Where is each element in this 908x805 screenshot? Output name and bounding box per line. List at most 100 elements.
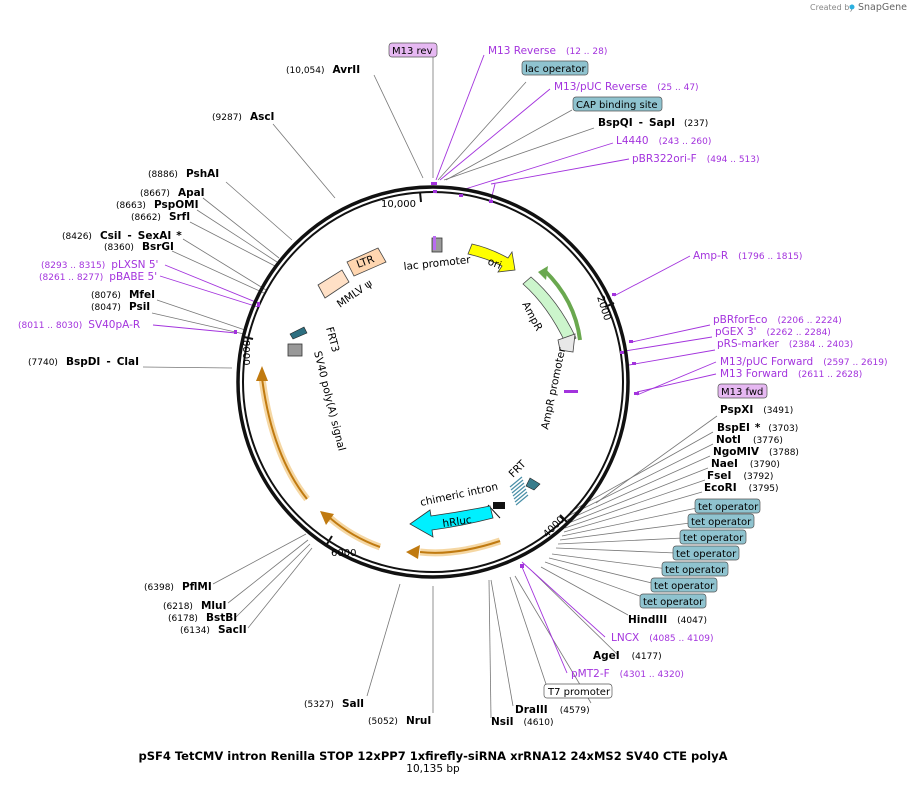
site-label: PspXI(3491) <box>720 404 793 416</box>
site-label: FseI(3792) <box>707 470 773 482</box>
site-label: (8360)BsrGI <box>104 241 174 253</box>
lac-promoter: lac promoter <box>403 236 472 273</box>
orange-arrows <box>256 366 502 559</box>
tet-operator-label: tet operator <box>698 502 759 513</box>
site-label: (6134)SacII <box>180 624 247 636</box>
site-label: BspEI*(3703) <box>717 422 798 434</box>
ltr-label: LTR <box>355 253 376 270</box>
snapgene-credit: Created by SnapGene <box>810 2 907 13</box>
mmlv-feature: MMLV ψ <box>317 269 375 310</box>
site-label: (8426)CsiI-SexAI* <box>62 230 182 242</box>
ampr-promoter-label: AmpR promoter <box>539 346 568 431</box>
tick-label: 6000 <box>331 548 356 559</box>
lac-operator-box: lac operator <box>521 60 589 76</box>
tet-operator-label: tet operator <box>676 549 737 560</box>
primer-label: M13 Forward(2611 .. 2628) <box>720 368 862 380</box>
site-label: (7740)BspDI-ClaI <box>28 356 139 368</box>
ltr-feature: LTR <box>346 247 387 277</box>
cap-site-label: CAP binding site <box>576 100 658 111</box>
tet-operator-boxes: tet operator tet operator tet operator t… <box>639 498 761 609</box>
hrluc-label: hRluc <box>442 514 473 530</box>
primer-label: M13 Reverse(12 .. 28) <box>488 45 607 57</box>
tet-operator-ticks <box>509 476 529 506</box>
primer-leader-lines <box>152 54 717 674</box>
tet-operator-label: tet operator <box>683 533 744 544</box>
primer-label: L4440(243 .. 260) <box>616 135 711 147</box>
ampr-label: AmpR <box>519 300 544 333</box>
ampr-feature: AmpR <box>519 276 577 353</box>
site-label: (8667)ApaI <box>140 187 205 199</box>
tet-operator-label: tet operator <box>691 517 752 528</box>
tet-operator-label: tet operator <box>665 565 726 576</box>
snapgene-logo-icon <box>849 4 855 10</box>
site-label: DraIII(4579) <box>515 704 590 716</box>
site-label: (8047)PsiI <box>91 301 150 313</box>
ori-feature: ori <box>467 243 516 273</box>
chimeric-intron-label: chimeric intron <box>419 481 499 509</box>
site-label: (9287)AscI <box>212 111 274 123</box>
site-label: (10,054)AvrII <box>286 64 360 76</box>
primer-label: pMT2-F(4301 .. 4320) <box>571 668 684 680</box>
plasmid-title: pSF4 TetCMV intron Renilla STOP 12xPP7 1… <box>138 749 727 763</box>
ampr-band <box>542 268 582 341</box>
site-label: NsiI(4610) <box>491 716 553 728</box>
tick-label: 10,000 <box>381 199 416 210</box>
primer-label: (8011 .. 8030)SV40pA-R <box>18 319 140 331</box>
site-label: (8663)PspOMI <box>116 199 199 211</box>
primer-label: pBR322ori-F(494 .. 513) <box>632 153 760 165</box>
primer-label: pBRforEco(2206 .. 2224) <box>713 314 842 326</box>
tick-label: 8000 <box>240 340 251 365</box>
sites-right: BspQI-SapI(237) PspXI(3491) BspEI*(3703)… <box>491 117 799 728</box>
site-label: (5327)SalI <box>304 698 364 710</box>
tet-operator-label: tet operator <box>654 581 715 592</box>
site-label: NgoMIV(3788) <box>713 446 799 458</box>
tick-marks <box>243 191 615 545</box>
sv40-polya-label: SV40 poly(A) signal <box>311 350 347 452</box>
site-label: AgeI(4177) <box>593 650 662 662</box>
site-label: EcoRI(3795) <box>704 482 779 494</box>
site-label: (8076)MfeI <box>91 289 155 301</box>
m13-fwd-label: M13 fwd <box>721 387 763 398</box>
cap-site-box: CAP binding site <box>572 96 663 112</box>
primer-label: (8261 .. 8277)pBABE 5' <box>39 271 157 283</box>
hrluc-feature: hRluc <box>409 505 494 538</box>
backbone-outer <box>236 185 630 579</box>
primer-labels: M13 Reverse(12 .. 28) M13/pUC Reverse(25… <box>18 45 887 680</box>
plasmid-length: 10,135 bp <box>406 763 460 775</box>
m13-fwd-box: M13 fwd <box>717 383 768 399</box>
polya-block <box>287 343 303 357</box>
lac-operator-label: lac operator <box>525 64 586 75</box>
primer-label: (8293 .. 8315)pLXSN 5' <box>41 259 158 271</box>
primer-label: pRS-marker(2384 .. 2403) <box>717 338 853 350</box>
site-label: (6218)MluI <box>163 600 226 612</box>
primer-marks <box>234 182 639 568</box>
ori-label: ori <box>486 256 503 272</box>
site-label: NotI(3776) <box>716 434 783 446</box>
t7-promoter-box: T7 promoter <box>543 683 613 699</box>
lac-promoter-label: lac promoter <box>403 254 472 273</box>
tet-operator-label: tet operator <box>643 597 704 608</box>
site-leader-lines <box>142 55 718 719</box>
ampr-band-head <box>538 266 548 280</box>
site-label: (5052)NruI <box>368 715 431 727</box>
site-label: (8886)PshAI <box>148 168 219 180</box>
site-label: BspQI-SapI(237) <box>598 117 708 129</box>
primer-label: pGEX 3'(2262 .. 2284) <box>715 326 831 338</box>
m13-rev-label: M13 rev <box>392 46 433 57</box>
primer-label: M13/pUC Reverse(25 .. 47) <box>554 81 699 93</box>
primer-label: LNCX(4085 .. 4109) <box>611 632 714 644</box>
t7-promoter-label: T7 promoter <box>547 687 611 698</box>
sites-left: (10,054)AvrII (9287)AscI (8886)PshAI (86… <box>28 64 431 727</box>
m13-rev-box: M13 rev <box>388 42 438 58</box>
site-label: (6398)PflMI <box>144 581 212 593</box>
site-label: (6178)BstBI <box>168 612 237 624</box>
primer-label: M13/pUC Forward(2597 .. 2619) <box>720 356 887 368</box>
site-label: (8662)SrfI <box>131 211 190 223</box>
frt3-label: FRT3 <box>323 326 341 354</box>
primer-label: Amp-R(1796 .. 1815) <box>693 250 802 262</box>
site-label: HindIII(4047) <box>628 614 707 626</box>
credit-prefix: Created by <box>810 3 854 12</box>
site-label: NaeI(3790) <box>711 458 780 470</box>
credit-brand: SnapGene <box>858 2 907 13</box>
